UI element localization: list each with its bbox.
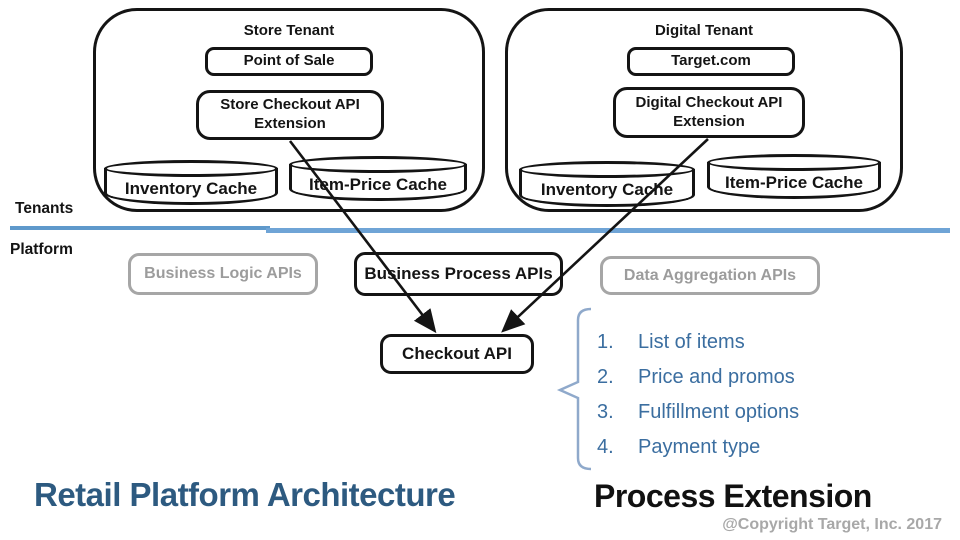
digital-itemprice-cache-cylinder: Item-Price Cache (707, 154, 881, 199)
step-text: Fulfillment options (638, 401, 800, 423)
point-of-sale-box: Point of Sale (205, 47, 373, 76)
slide-title-left: Retail Platform Architecture (34, 476, 456, 513)
step-text: Price and promos (638, 366, 795, 388)
list-item: 2. Price and promos (597, 360, 799, 395)
digital-checkout-extension-box: Digital Checkout API Extension (613, 87, 805, 138)
cylinder-top-ellipse (289, 156, 467, 173)
step-text: List of items (638, 331, 745, 353)
store-inventory-cache-cylinder: Inventory Cache (104, 160, 278, 205)
target-com-box: Target.com (627, 47, 795, 76)
tenant-platform-divider (266, 228, 950, 233)
copyright-text: @Copyright Target, Inc. 2017 (722, 516, 942, 533)
tenants-label: Tenants (15, 200, 74, 217)
cylinder-top-ellipse (519, 161, 695, 178)
data-aggregation-apis-box: Data Aggregation APIs (600, 256, 820, 295)
cylinder-top-ellipse (104, 160, 278, 177)
step-text: Payment type (638, 436, 761, 458)
platform-label: Platform (10, 241, 73, 258)
business-process-apis-box: Business Process APIs (354, 252, 563, 296)
business-logic-apis-box: Business Logic APIs (128, 253, 318, 295)
step-number: 4. (597, 436, 614, 458)
step-number: 3. (597, 401, 614, 423)
list-item: 1. List of items (597, 325, 799, 360)
step-number: 2. (597, 366, 614, 388)
list-item: 4. Payment type (597, 430, 799, 465)
store-checkout-extension-box: Store Checkout API Extension (196, 90, 384, 140)
step-number: 1. (597, 331, 614, 353)
left-brace-bracket (556, 307, 592, 471)
process-steps-list: 1. List of items 2. Price and promos 3. … (597, 325, 799, 465)
checkout-api-box: Checkout API (380, 334, 534, 374)
cylinder-top-ellipse (707, 154, 881, 171)
list-item: 3. Fulfillment options (597, 395, 799, 430)
slide-title-right: Process Extension (594, 478, 872, 514)
store-tenant-title: Store Tenant (243, 22, 335, 39)
tenant-platform-divider-left (10, 226, 270, 230)
digital-tenant-title: Digital Tenant (654, 22, 754, 39)
store-itemprice-cache-cylinder: Item-Price Cache (289, 156, 467, 201)
digital-inventory-cache-cylinder: Inventory Cache (519, 161, 695, 207)
